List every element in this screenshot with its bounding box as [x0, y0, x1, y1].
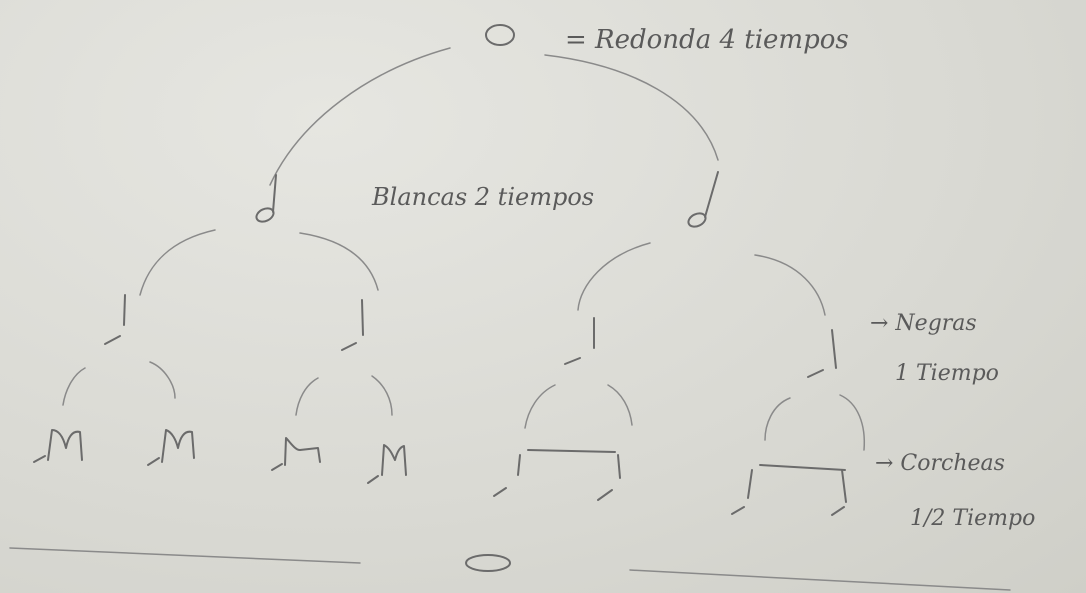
arc-q4-l — [764, 397, 791, 441]
sixteenth-group-4 — [367, 444, 407, 484]
blancas-label: Blancas 2 tiempos — [371, 183, 594, 211]
eighth-pair-1 — [493, 449, 621, 501]
arc-q3-r — [607, 384, 633, 426]
arc-q3-l — [524, 384, 556, 429]
half-note-right — [687, 171, 719, 228]
sixteenth-group-2 — [147, 429, 195, 466]
negras-tiempo-label: 1 Tiempo — [895, 361, 999, 386]
quarter-note-4 — [807, 329, 837, 378]
sixteenth-group-1 — [33, 429, 83, 463]
arc-hr-l — [577, 242, 651, 311]
eighth-pair-2 — [731, 464, 847, 516]
arc-q2-l — [295, 377, 319, 416]
sixteenth-group-3 — [271, 437, 321, 471]
arc-top-left — [269, 47, 451, 186]
arc-q4-r — [839, 394, 866, 451]
arc-hr-r — [754, 254, 826, 316]
bottom-line-left — [9, 547, 361, 564]
negras-label: → Negras — [870, 311, 977, 336]
corcheas-label: → Corcheas — [875, 451, 1005, 476]
arc-hl-l — [139, 229, 216, 296]
quarter-note-2 — [341, 299, 364, 351]
top-whole-note — [485, 24, 515, 46]
arc-q2-r — [371, 375, 393, 416]
bottom-whole-note — [465, 554, 511, 572]
corcheas-tiempo-label: 1/2 Tiempo — [910, 506, 1035, 531]
arc-q1-r — [149, 361, 176, 399]
quarter-note-3 — [564, 317, 595, 365]
arc-q1-l — [62, 367, 86, 406]
redonda-label: = Redonda 4 tiempos — [565, 25, 849, 55]
quarter-note-1 — [104, 294, 126, 345]
arc-top-right — [544, 54, 719, 161]
half-note-left — [255, 174, 277, 223]
arc-hl-r — [299, 232, 379, 291]
bottom-line-right — [629, 569, 1011, 591]
